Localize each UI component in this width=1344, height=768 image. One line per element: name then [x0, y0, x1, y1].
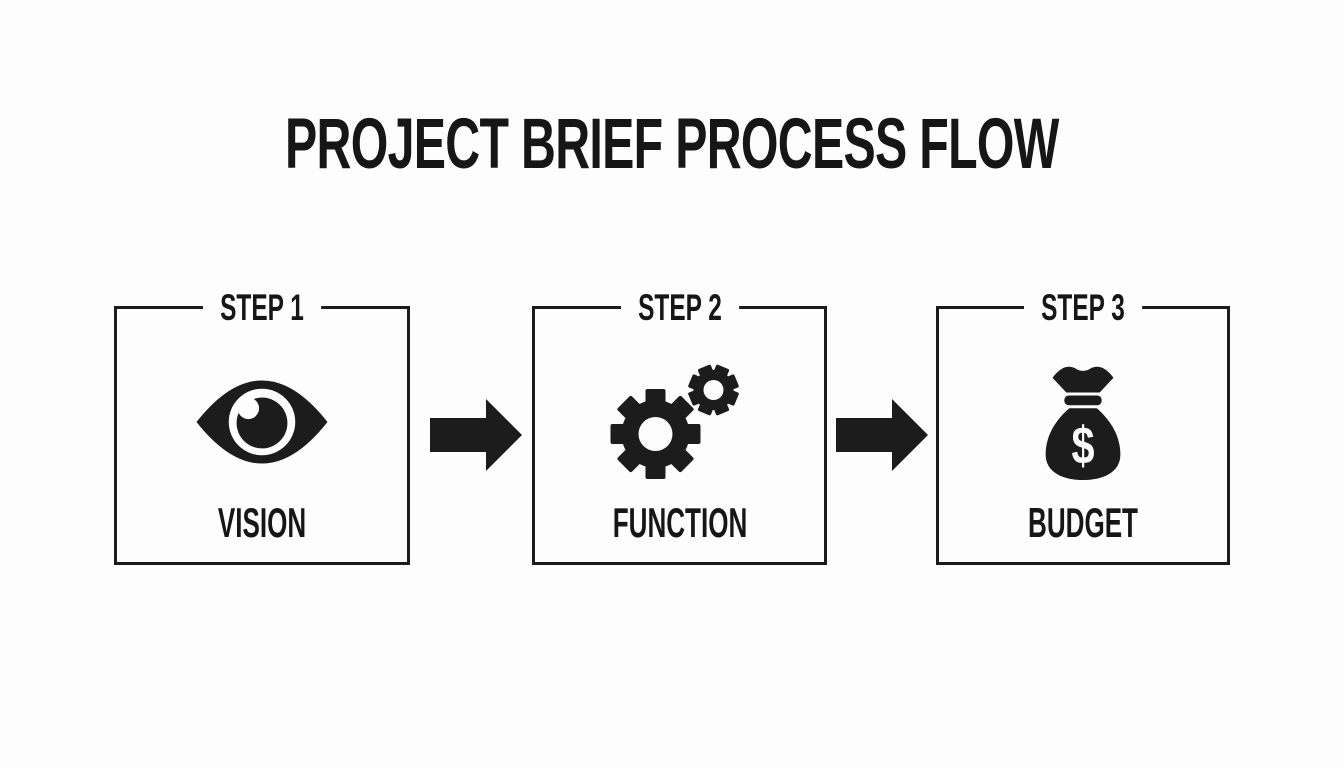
step-number-label: STEP 3 [1023, 289, 1143, 328]
arrow-head [892, 399, 928, 471]
step-name-label: BUDGET [1028, 499, 1138, 546]
page-title-text: PROJECT BRIEF PROCESS FLOW [285, 105, 1059, 184]
gears-icon [607, 357, 752, 487]
step-number-label: STEP 2 [620, 289, 739, 328]
step-name-label: VISION [217, 499, 307, 546]
arrow-shaft [430, 418, 488, 452]
arrow-shaft [836, 418, 894, 452]
step-number-label: STEP 1 [202, 289, 322, 328]
step-box-budget: STEP 3 $ BUDGET [936, 289, 1230, 565]
money-bag-icon: $ [1038, 363, 1128, 481]
step-box-vision: STEP 1 VISION [114, 289, 410, 565]
eye-icon [192, 378, 332, 466]
page-title: PROJECT BRIEF PROCESS FLOW [0, 104, 1344, 185]
right-arrow-icon [836, 399, 928, 471]
step-name-label: FUNCTION [612, 499, 747, 546]
dollar-sign: $ [1071, 416, 1094, 475]
right-arrow-icon [430, 399, 522, 471]
arrow-head [486, 399, 522, 471]
step-box-function: STEP 2 [532, 289, 827, 565]
